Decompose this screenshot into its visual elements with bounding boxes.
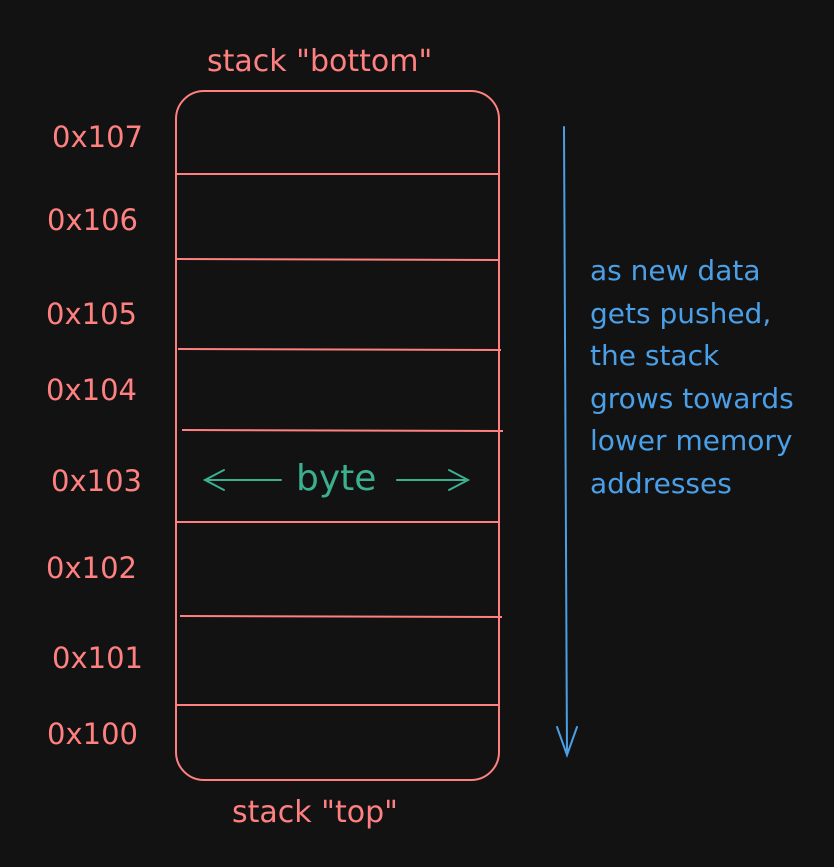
address-label: 0x106	[47, 203, 138, 237]
note-line: the stack	[590, 339, 720, 372]
byte-right-arrow	[396, 469, 471, 491]
address-label: 0x100	[47, 717, 138, 751]
address-label: 0x103	[51, 464, 142, 498]
growth-direction-arrow	[556, 126, 578, 758]
stack-outline	[175, 90, 500, 781]
note-line: grows towards	[590, 381, 794, 415]
stack-bottom-label: stack "bottom"	[207, 44, 433, 79]
cell-divider	[181, 429, 504, 432]
note-line: gets pushed,	[590, 296, 772, 330]
byte-left-arrow	[202, 469, 282, 491]
cell-divider	[179, 615, 503, 618]
byte-label: byte	[296, 458, 377, 499]
address-label: 0x102	[46, 551, 137, 585]
address-label: 0x101	[52, 641, 143, 675]
address-label: 0x107	[52, 120, 143, 154]
address-label: 0x105	[46, 297, 137, 331]
address-label: 0x104	[46, 373, 137, 407]
cell-divider	[175, 258, 500, 261]
note-line: as new data	[590, 254, 761, 287]
growth-note: as new data gets pushed, the stack grows…	[590, 250, 794, 505]
note-line: addresses	[590, 466, 732, 500]
stack-top-label: stack "top"	[232, 795, 398, 830]
note-line: lower memory	[590, 424, 793, 457]
cell-divider	[177, 348, 502, 351]
